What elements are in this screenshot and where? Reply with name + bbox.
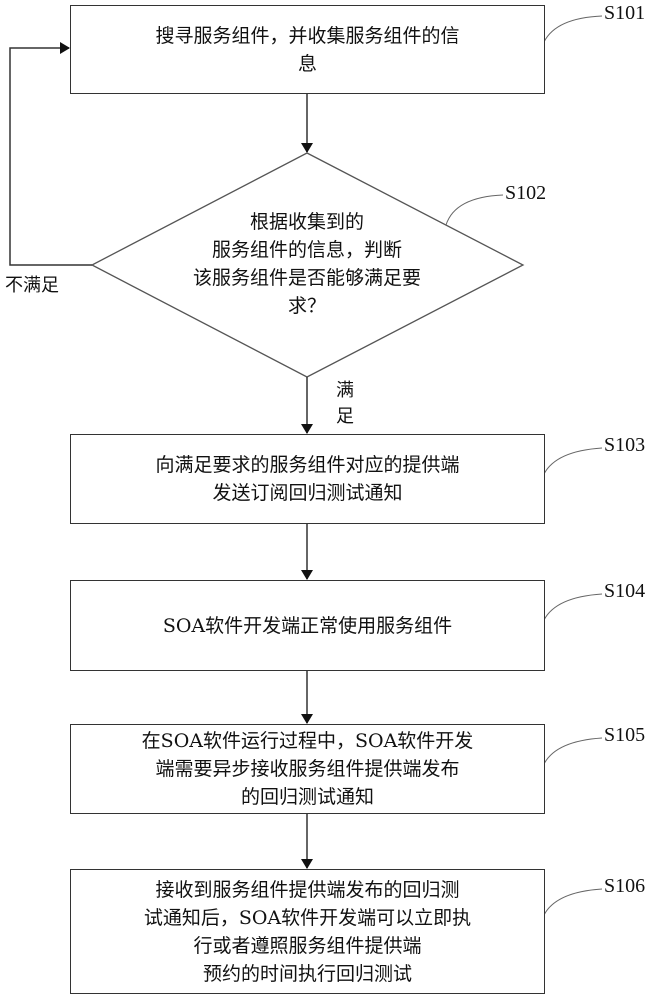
- step-s102-line: 根据收集到的: [249, 211, 364, 233]
- arrow-no-loop: [9, 42, 92, 266]
- step-s103-box: 向满足要求的服务组件对应的提供端 发送订阅回归测试通知: [70, 434, 545, 524]
- leader-s105: [543, 737, 603, 765]
- step-s102-id: S102: [505, 182, 547, 204]
- step-s106-line: 行或者遵照服务组件提供端: [193, 934, 422, 957]
- step-s106-line: 试通知后，SOA软件开发端可以立即执: [143, 906, 472, 929]
- leader-s101: [543, 15, 603, 43]
- step-s103-line: 发送订阅回归测试通知: [212, 482, 403, 504]
- step-s102-line: 该服务组件是否能够满足要: [192, 267, 421, 289]
- step-s101-box: 搜寻服务组件，并收集服务组件的信 息: [70, 5, 545, 94]
- step-s106-box: 接收到服务组件提供端发布的回归测 试通知后，SOA软件开发端可以立即执 行或者遵…: [70, 869, 545, 994]
- step-s101-line: 息: [297, 52, 317, 75]
- step-s101-id: S101: [604, 2, 646, 24]
- step-s104-box: SOA软件开发端正常使用服务组件: [70, 580, 545, 671]
- step-s105-line: 端需要异步接收服务组件提供端发布: [155, 758, 460, 780]
- step-s104-line: SOA软件开发端正常使用服务组件: [162, 614, 453, 637]
- edge-label-not-satisfied: 不满足: [5, 275, 59, 296]
- step-s102-line: 求？: [287, 295, 326, 317]
- step-s105-id: S105: [604, 724, 646, 746]
- leader-s103: [543, 447, 603, 475]
- step-s105-box: 在SOA软件运行过程中，SOA软件开发 端需要异步接收服务组件提供端发布 的回归…: [70, 724, 545, 814]
- leader-s104: [543, 593, 603, 621]
- step-s106-line: 接收到服务组件提供端发布的回归测: [155, 878, 460, 901]
- step-s104-id: S104: [604, 580, 646, 602]
- step-s106-line: 预约的时间执行回归测试: [202, 962, 412, 985]
- step-s102-line: 服务组件的信息，判断: [211, 239, 402, 261]
- step-s103-line: 向满足要求的服务组件对应的提供端: [155, 454, 460, 476]
- step-s105-line: 在SOA软件运行过程中，SOA软件开发: [141, 730, 474, 752]
- step-s106-id: S106: [604, 875, 646, 897]
- step-s102-text: 根据收集到的 服务组件的信息，判断 该服务组件是否能够满足要 求？: [130, 208, 484, 320]
- leader-s106: [543, 888, 603, 916]
- edge-label-satisfied-1: 满: [336, 380, 354, 401]
- leader-s102: [445, 194, 504, 226]
- edge-label-satisfied-2: 足: [336, 406, 354, 427]
- step-s103-id: S103: [604, 434, 646, 456]
- step-s105-line: 的回归测试通知: [240, 786, 374, 808]
- step-s101-line: 搜寻服务组件，并收集服务组件的信: [155, 24, 460, 47]
